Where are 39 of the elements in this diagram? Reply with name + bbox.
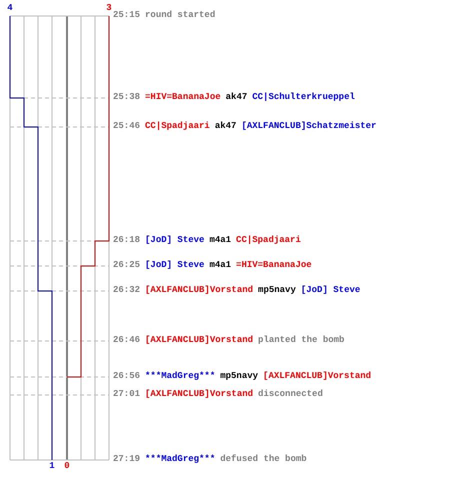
player-name: =HIV=BananaJoe bbox=[145, 92, 221, 103]
player-name: [AXLFANCLUB]Vorstand bbox=[145, 389, 254, 400]
player-name: CC|Spadjaari bbox=[145, 121, 210, 132]
timestamp: 25:46 bbox=[113, 121, 140, 132]
weapon-name: m4a1 bbox=[209, 235, 232, 246]
player-name: [AXLFANCLUB]Vorstand bbox=[145, 285, 254, 296]
player-name: ***MadGreg*** bbox=[145, 454, 216, 465]
player-name: [JoD] Steve bbox=[300, 285, 360, 296]
timestamp: 27:19 bbox=[113, 454, 140, 465]
timestamp: 26:56 bbox=[113, 371, 140, 382]
player-name: ***MadGreg*** bbox=[145, 371, 216, 382]
timestamp: 25:15 bbox=[113, 10, 140, 21]
player-name: [AXLFANCLUB]Vorstand bbox=[145, 335, 254, 346]
player-count: 0 bbox=[64, 461, 70, 471]
player-name: [AXLFANCLUB]Schatzmeister bbox=[241, 121, 376, 132]
event-text: round started bbox=[145, 10, 216, 21]
event-text: planted the bomb bbox=[258, 335, 344, 346]
timestamp: 26:46 bbox=[113, 335, 140, 346]
weapon-name: ak47 bbox=[226, 92, 248, 103]
player-name: [AXLFANCLUB]Vorstand bbox=[263, 371, 372, 382]
weapon-name: mp5navy bbox=[220, 371, 258, 382]
player-name: =HIV=BananaJoe bbox=[236, 260, 312, 271]
player-name: CC|Spadjaari bbox=[236, 235, 301, 246]
event-text: defused the bomb bbox=[220, 454, 307, 465]
event-text: disconnected bbox=[258, 389, 323, 400]
player-count: 3 bbox=[106, 3, 112, 13]
timestamp: 26:32 bbox=[113, 285, 140, 296]
player-name: CC|Schulterkrueppel bbox=[252, 92, 355, 103]
timestamp: 25:38 bbox=[113, 92, 140, 103]
player-name: [JoD] Steve bbox=[145, 235, 204, 246]
weapon-name: m4a1 bbox=[209, 260, 232, 271]
timestamp: 26:25 bbox=[113, 260, 140, 271]
weapon-name: ak47 bbox=[214, 121, 236, 132]
timestamp: 27:01 bbox=[113, 389, 140, 400]
player-name: [JoD] Steve bbox=[145, 260, 204, 271]
weapon-name: mp5navy bbox=[258, 285, 296, 296]
player-count: 1 bbox=[49, 461, 55, 471]
player-count: 4 bbox=[7, 3, 13, 13]
timestamp: 26:18 bbox=[113, 235, 140, 246]
